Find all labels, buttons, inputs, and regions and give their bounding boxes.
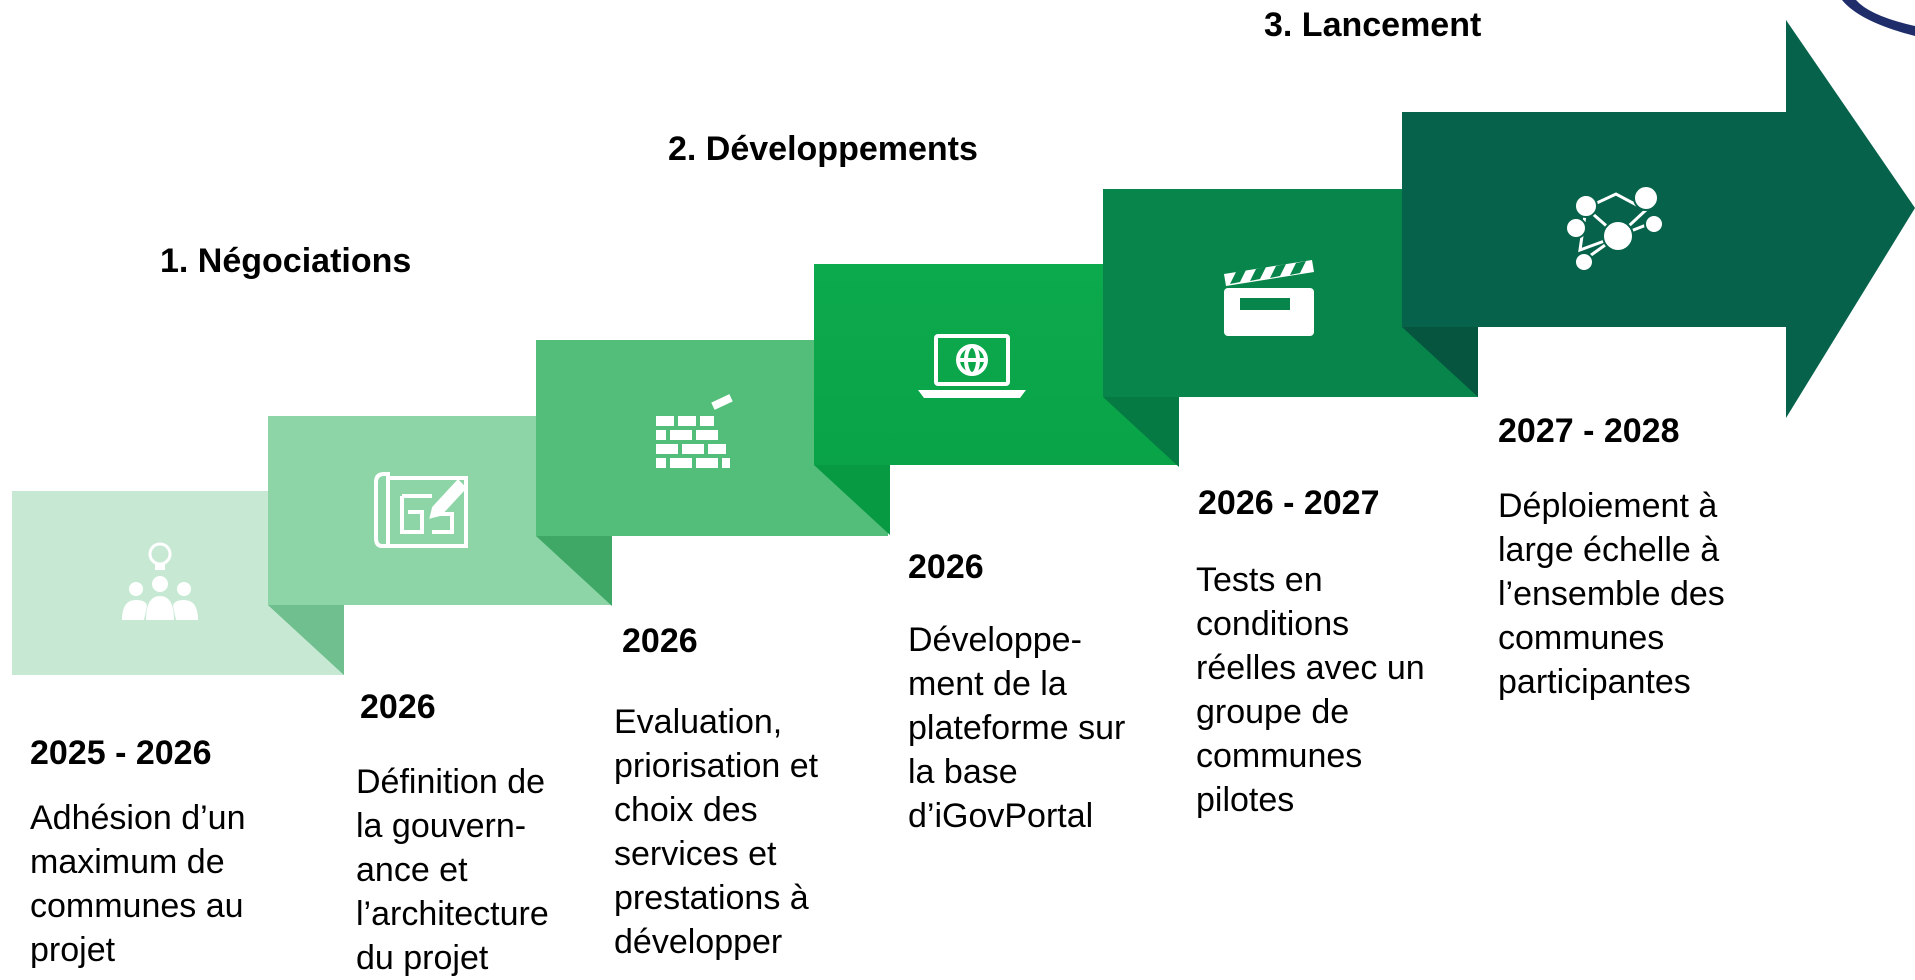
clapperboard-icon — [1224, 260, 1314, 336]
step-3-fold — [536, 536, 612, 606]
step-5-description: Tests en conditions réelles avec un grou… — [1196, 561, 1425, 819]
phase-launch-title: 3. Lancement — [1264, 6, 1482, 44]
step-2-description: Définition de la gouvern- ance et l’arch… — [356, 763, 549, 977]
step-3-description: Evaluation, priorisation et choix des se… — [614, 703, 819, 961]
step-4-fold — [814, 465, 890, 535]
logo-fragment — [1842, 0, 1915, 36]
step-4-description: Développe- ment de la plateforme sur la … — [908, 621, 1126, 835]
step-6-year: 2027 - 2028 — [1498, 412, 1680, 450]
step-2-year: 2026 — [360, 688, 436, 726]
people-idea-icon — [122, 542, 198, 620]
laptop-globe-icon — [918, 334, 1026, 398]
step-6-description: Déploiement à large échelle à l’ensemble… — [1498, 487, 1725, 701]
phase-negotiations-title: 1. Négociations — [160, 242, 412, 280]
phase-developments-title: 2. Développements — [668, 130, 978, 168]
step-1-description: Adhésion d’un maximum de communes au pro… — [30, 799, 246, 969]
step-6-fold — [1402, 327, 1478, 397]
step-1-year: 2025 - 2026 — [30, 734, 212, 772]
blueprint-icon — [374, 472, 468, 548]
step-5-year: 2026 - 2027 — [1198, 484, 1380, 522]
step-4-year: 2026 — [908, 548, 984, 586]
step-3-year: 2026 — [622, 622, 698, 660]
step-2-fold-lower — [268, 605, 344, 675]
step-5-fold — [1103, 397, 1179, 467]
network-people-icon — [1565, 185, 1664, 272]
brick-wall-icon — [656, 394, 733, 468]
